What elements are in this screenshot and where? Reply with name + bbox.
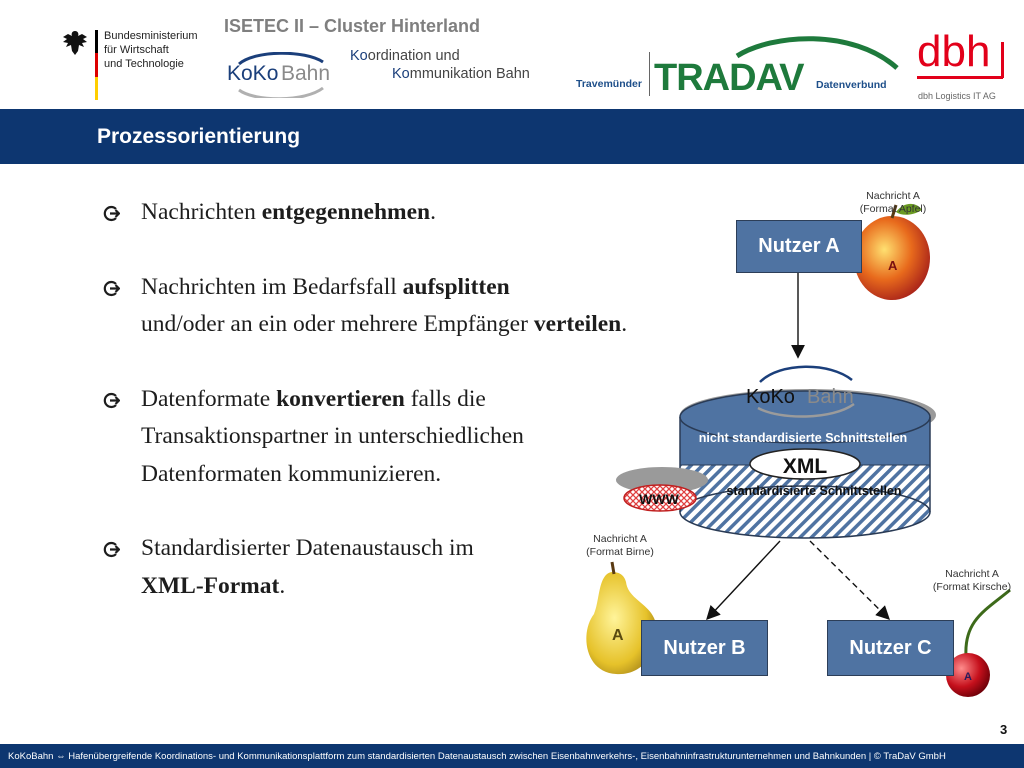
page-number: 3 bbox=[1000, 722, 1008, 737]
bullet-text: . bbox=[279, 572, 286, 599]
caption-pear-line1: Nachricht A bbox=[593, 533, 647, 545]
caption-pear-line2: (Format Birne) bbox=[586, 546, 654, 558]
caption-cherry-line1: Nachricht A bbox=[945, 568, 999, 580]
koord-prefix-2: Ko bbox=[392, 66, 410, 82]
bullet-list: Nachrichten entgegennehmen. Nachrichten … bbox=[103, 194, 743, 642]
user-a-box: Nutzer A bbox=[736, 220, 862, 273]
koordination-text: Koordination und Kommunikation Bahn bbox=[350, 47, 530, 83]
bullet-emphasis: XML-Format bbox=[141, 572, 280, 599]
db-label-nonstandard: nicht standardisierte Schnittstellen bbox=[698, 431, 908, 445]
xml-label: XML bbox=[783, 455, 828, 478]
arrow-bullet-icon bbox=[103, 205, 120, 222]
pear-mark: A bbox=[612, 627, 624, 644]
koord-rest-2: mmunikation Bahn bbox=[409, 66, 530, 82]
bullet-text: Datenformaten kommunizieren. bbox=[141, 460, 442, 487]
bullet-text: und/oder an ein oder mehrere Empfänger bbox=[141, 311, 534, 337]
kokobahn-logo-bahn: Bahn bbox=[281, 62, 330, 85]
koord-prefix-1: Ko bbox=[350, 48, 368, 64]
bullet-text: . bbox=[430, 199, 436, 225]
pear-icon bbox=[586, 561, 657, 675]
caption-pear: Nachricht A (Format Birne) bbox=[568, 533, 672, 559]
bullet-item: Nachrichten im Bedarfsfall aufsplitten u… bbox=[103, 269, 743, 344]
caption-apple-line1: Nachricht A bbox=[866, 190, 920, 202]
bullet-emphasis: entgegennehmen bbox=[261, 199, 431, 225]
bullet-text: Transaktionspartner in unterschiedlichen bbox=[141, 423, 524, 449]
bullet-text: falls die bbox=[404, 385, 486, 412]
tradav-left-label: Travemünder bbox=[576, 78, 642, 90]
tradav-separator bbox=[649, 52, 650, 96]
www-label: WWW bbox=[639, 491, 679, 507]
federal-eagle-icon bbox=[63, 31, 87, 55]
bullet-text: Nachrichten bbox=[141, 199, 262, 225]
caption-cherry-line2: (Format Kirsche) bbox=[932, 581, 1012, 593]
bullet-item: Standardisierter Datenaustausch im XML-F… bbox=[103, 530, 743, 605]
apple-icon bbox=[854, 203, 930, 300]
dbh-subtitle: dbh Logistics IT AG bbox=[918, 91, 996, 101]
cherry-icon bbox=[946, 588, 1011, 697]
bullet-emphasis: verteilen bbox=[533, 311, 622, 337]
bullet-emphasis: konvertieren bbox=[276, 385, 405, 412]
tradav-right-label: Datenverbund bbox=[816, 79, 887, 91]
ministry-line-3: und Technologie bbox=[104, 58, 184, 70]
title-bar bbox=[0, 109, 1024, 164]
kokobahn-logo: KoKo Bahn bbox=[227, 52, 330, 98]
hub-logo-ko: KoKo bbox=[746, 386, 795, 408]
arrow-bullet-icon bbox=[103, 392, 120, 408]
arrow-hub-to-user-c bbox=[809, 540, 890, 620]
db-label-standard: standardisierte Schnittstellen bbox=[726, 484, 902, 498]
footer-text: KoKoBahn ⇔ Hafenübergreifende Koordinati… bbox=[8, 751, 946, 762]
bullet-item: Nachrichten entgegennehmen. bbox=[103, 194, 743, 232]
bullet-item: Datenformate konvertieren falls die Tran… bbox=[103, 381, 743, 494]
footer-bar bbox=[0, 744, 1024, 768]
bullet-text: . bbox=[621, 311, 628, 337]
hub-logo-bahn: Bahn bbox=[807, 386, 854, 408]
caption-apple-line2: (Format Apfel) bbox=[859, 203, 927, 215]
bullet-text: Standardisierter Datenaustausch im bbox=[141, 535, 474, 561]
bullet-text: Datenformate bbox=[141, 385, 277, 412]
ministry-line-2: für Wirtschaft bbox=[104, 44, 169, 56]
arrow-bullet-icon bbox=[103, 541, 120, 558]
bullet-text: Nachrichten im Bedarfsfall bbox=[141, 273, 403, 300]
www-cylinder bbox=[616, 467, 708, 512]
tradav-logo: TRADAV bbox=[654, 36, 899, 98]
kokobahn-logo-ko: KoKo bbox=[227, 62, 278, 85]
dbh-logo-text: dbh bbox=[917, 27, 990, 76]
user-c-box: Nutzer C bbox=[827, 620, 954, 676]
tradav-logo-text: TRADAV bbox=[654, 57, 805, 98]
cherry-mark: A bbox=[964, 671, 972, 683]
project-title: ISETEC II – Cluster Hinterland bbox=[224, 16, 481, 36]
caption-cherry: Nachricht A (Format Kirsche) bbox=[922, 568, 1022, 594]
caption-apple: Nachricht A (Format Apfel) bbox=[842, 190, 944, 216]
bullet-emphasis: aufsplitten bbox=[402, 273, 510, 300]
hub-kokobahn-logo: KoKo Bahn bbox=[746, 365, 855, 418]
arrow-bullet-icon bbox=[103, 280, 120, 296]
user-b-box: Nutzer B bbox=[641, 620, 768, 676]
german-flag-bar bbox=[95, 30, 98, 100]
apple-mark: A bbox=[888, 258, 898, 273]
arrow-hub-to-user-b bbox=[706, 540, 781, 621]
slide-title: Prozessorientierung bbox=[97, 125, 301, 148]
koord-rest-1: ordination und bbox=[367, 48, 460, 64]
xml-oval bbox=[749, 448, 861, 480]
dbh-logo: dbh bbox=[917, 27, 1004, 79]
ministry-name: Bundesministerium für Wirtschaft und Tec… bbox=[104, 29, 198, 71]
ministry-line-1: Bundesministerium bbox=[104, 30, 198, 42]
